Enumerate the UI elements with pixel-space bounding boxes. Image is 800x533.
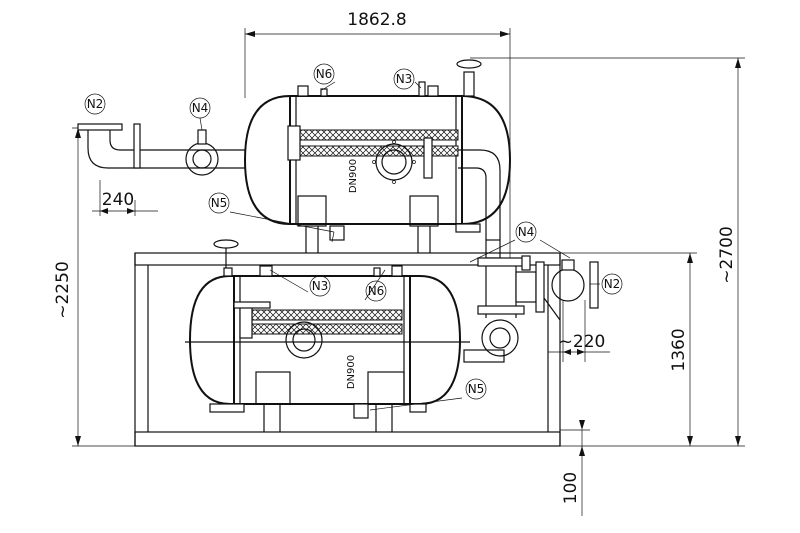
tag-n6-top: N6 [316,67,333,81]
dim-top-width: 1862.8 [347,10,406,30]
connection-piping [463,239,599,363]
upper-vessel-size: DN900 [348,159,359,193]
vessel-size-labels: DN900 DN900 [346,159,359,389]
tag-n5-top: N5 [211,196,228,210]
dim-nozzle-offset: ~220 [559,332,606,352]
dimension-labels: 1862.8 240 ~2250 ~2700 1360 ~220 100 [53,10,737,504]
dimension-lines [72,28,745,516]
nozzle-labels: N2 N4 N6 N3 N5 N4 N2 N3 N6 N5 [87,67,621,396]
tag-n2-top-left: N2 [87,97,104,111]
dim-base-height: 100 [561,472,581,504]
tag-n4-top: N4 [192,101,209,115]
dim-height-left: ~2250 [53,261,73,319]
dim-height-right: ~2700 [717,226,737,284]
support-frame [134,252,561,447]
tag-n4-right: N4 [518,225,535,239]
tag-n6-bottom: N6 [368,284,385,298]
leader-lines [199,81,600,411]
lower-vessel-size: DN900 [346,355,357,389]
tag-n5-bottom: N5 [468,382,485,396]
tag-bubbles [84,63,623,400]
tag-n2-right: N2 [604,277,621,291]
lower-vessel [185,239,470,432]
inlet-pipe [77,123,245,176]
dim-pipe-offset: 240 [102,190,134,210]
tag-n3-bottom: N3 [312,279,329,293]
dim-height-mid: 1360 [669,328,689,371]
tag-n3-top: N3 [396,72,413,86]
upper-vessel [243,59,512,253]
